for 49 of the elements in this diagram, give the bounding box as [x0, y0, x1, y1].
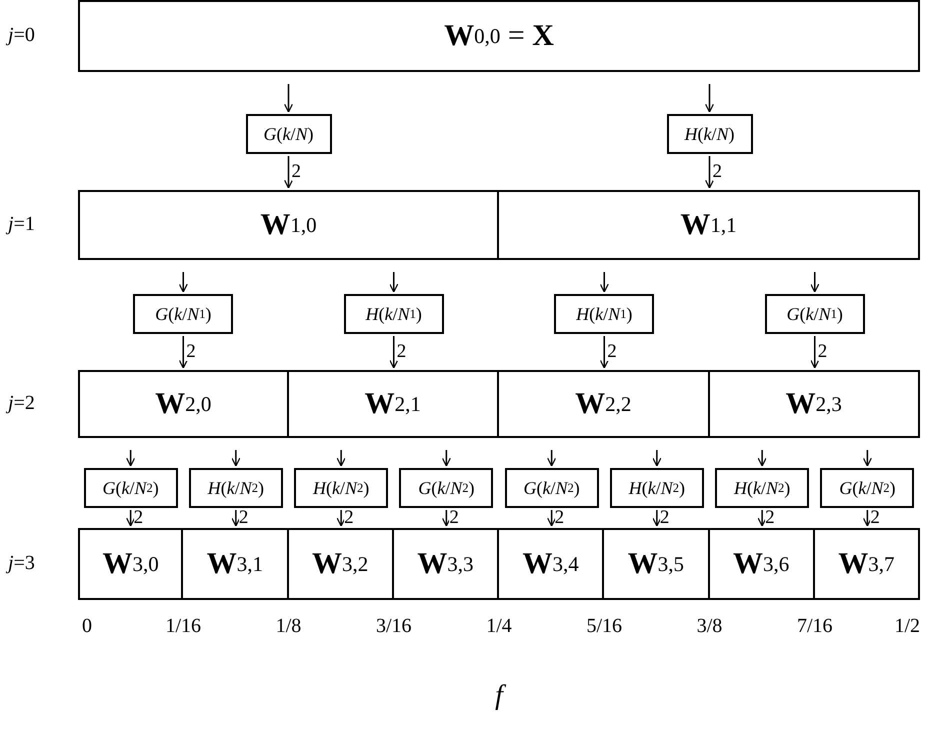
- arrow: [652, 450, 662, 467]
- arrow: [442, 450, 451, 467]
- edge-label: 2: [396, 343, 406, 361]
- arrow: [758, 450, 767, 467]
- arrow: [178, 272, 188, 293]
- arrow: [442, 510, 451, 527]
- arrow: [547, 450, 556, 467]
- edge-label: 2: [607, 343, 617, 361]
- level-label: j=1: [8, 213, 35, 236]
- arrow: [126, 450, 136, 467]
- frequency-tick-label: 1/16: [165, 615, 202, 638]
- arrow: [758, 510, 767, 527]
- edge-label: 2: [292, 163, 301, 181]
- arrow: [336, 450, 346, 467]
- frequency-tick-label: 5/16: [586, 615, 622, 638]
- arrow: [389, 336, 398, 369]
- arrow: [126, 510, 136, 527]
- level-label: j=3: [8, 552, 35, 575]
- arrow: [231, 450, 240, 467]
- arrow: [336, 510, 346, 527]
- frequency-tick-label: 1/2: [894, 615, 920, 638]
- arrow: [284, 84, 294, 113]
- arrow: [600, 272, 609, 293]
- arrow: [652, 510, 662, 527]
- arrow: [284, 156, 294, 189]
- filter-box: H(k/N): [666, 114, 752, 154]
- arrow: [231, 510, 240, 527]
- arrow: [862, 510, 872, 527]
- arrow: [862, 450, 872, 467]
- level-label: j=2: [8, 392, 35, 415]
- arrow: [810, 272, 820, 293]
- frequency-tick-label: 1/4: [486, 615, 512, 638]
- frequency-tick-label: 0: [82, 615, 92, 638]
- arrow: [704, 84, 714, 113]
- frequency-tick-label: 3/8: [696, 615, 722, 638]
- frequency-tick-label: 7/16: [796, 615, 833, 638]
- level-label: j=0: [8, 24, 35, 47]
- edge-label: 2: [186, 343, 196, 361]
- arrow: [810, 336, 820, 369]
- filter-box: G(k/N): [246, 114, 332, 154]
- arrow: [547, 510, 556, 527]
- arrow: [600, 336, 609, 369]
- arrow: [178, 336, 188, 369]
- frequency-tick-label: 1/8: [276, 615, 302, 638]
- frequency-tick-label: 3/16: [376, 615, 412, 638]
- arrow: [389, 272, 398, 293]
- edge-label: 2: [818, 343, 828, 361]
- arrow: [704, 156, 714, 189]
- edge-label: 2: [712, 163, 722, 181]
